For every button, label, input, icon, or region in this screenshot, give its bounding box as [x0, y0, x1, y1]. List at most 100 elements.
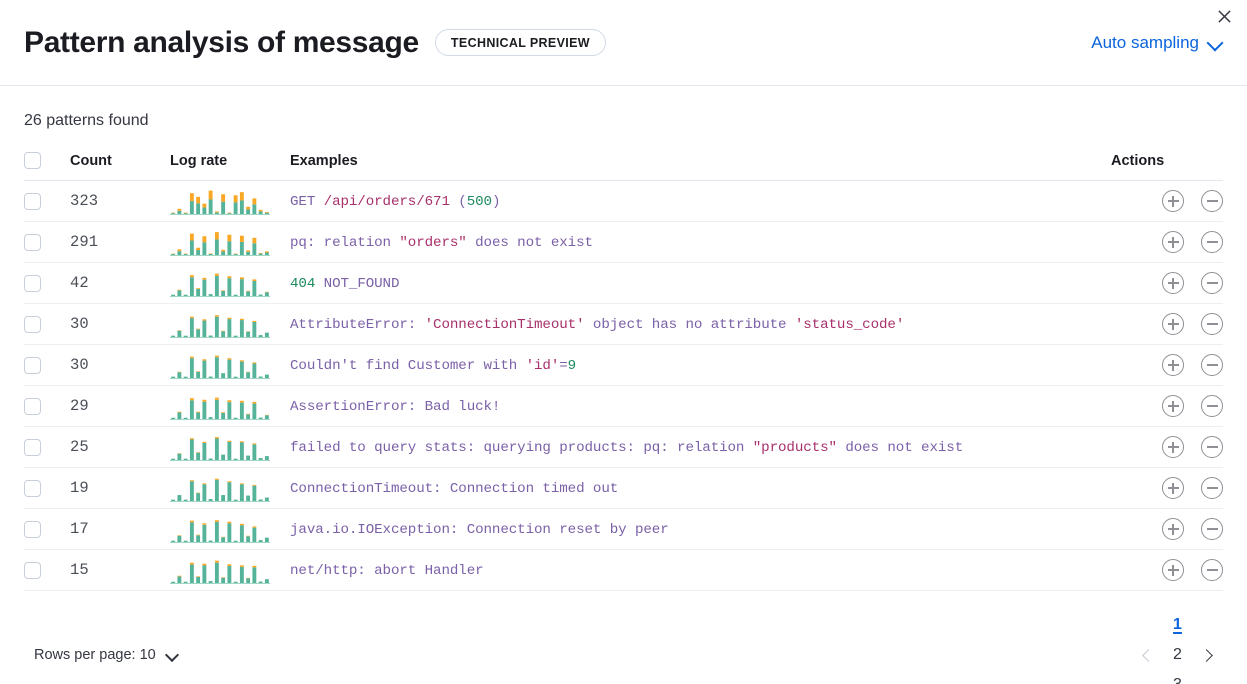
example-token: "products" — [752, 440, 837, 456]
circle-plus-icon[interactable] — [1162, 272, 1184, 294]
circle-minus-icon[interactable] — [1201, 313, 1223, 335]
circle-minus-icon[interactable] — [1201, 190, 1223, 212]
row-select-cell — [24, 426, 70, 468]
circle-minus-icon[interactable] — [1201, 354, 1223, 376]
circle-plus-icon[interactable] — [1162, 313, 1184, 335]
row-actions-cell — [1111, 508, 1223, 550]
circle-minus-icon[interactable] — [1201, 477, 1223, 499]
row-select-cell — [24, 549, 70, 591]
circle-plus-icon[interactable] — [1162, 354, 1184, 376]
row-select-cell — [24, 262, 70, 304]
circle-plus-icon[interactable] — [1162, 477, 1184, 499]
chevron-left-icon[interactable] — [1132, 640, 1162, 670]
count-value: 291 — [70, 221, 170, 263]
actions-header: Actions — [1111, 152, 1223, 181]
row-actions-cell — [1111, 262, 1223, 304]
row-checkbox[interactable] — [24, 192, 41, 210]
page-3-button[interactable]: 3 — [1162, 670, 1193, 684]
example-cell: 404 NOT_FOUND — [290, 262, 1111, 304]
table-row[interactable]: 42 404 NOT_FOUND — [24, 262, 1223, 304]
example-token: does not exist — [836, 440, 964, 456]
count-value: 30 — [70, 303, 170, 345]
rows-per-page-selector[interactable]: Rows per page: 10 — [10, 647, 179, 663]
example-cell: pq: relation "orders" does not exist — [290, 221, 1111, 263]
count-header[interactable]: Count — [70, 152, 170, 181]
circle-minus-icon[interactable] — [1201, 436, 1223, 458]
row-select-cell — [24, 303, 70, 345]
page-title: Pattern analysis of message — [24, 26, 419, 59]
count-value: 29 — [70, 385, 170, 427]
circle-minus-icon[interactable] — [1201, 518, 1223, 540]
close-icon[interactable] — [1211, 3, 1237, 29]
circle-minus-icon[interactable] — [1201, 395, 1223, 417]
table-footer: Rows per page: 10 123 — [0, 591, 1247, 684]
example-message: pq: relation "orders" does not exist — [290, 235, 593, 251]
row-checkbox[interactable] — [24, 479, 41, 497]
select-all-checkbox[interactable] — [24, 152, 41, 169]
circle-plus-icon[interactable] — [1162, 231, 1184, 253]
row-checkbox[interactable] — [24, 315, 41, 333]
page-1-button[interactable]: 1 — [1162, 610, 1193, 640]
example-message: AttributeError: 'ConnectionTimeout' obje… — [290, 317, 904, 333]
log-rate-header[interactable]: Log rate — [170, 152, 290, 181]
example-message: java.io.IOException: Connection reset by… — [290, 522, 669, 538]
example-cell: java.io.IOException: Connection reset by… — [290, 508, 1111, 550]
log-rate-sparkline — [170, 560, 270, 584]
example-message: AssertionError: Bad luck! — [290, 399, 500, 415]
circle-minus-icon[interactable] — [1201, 231, 1223, 253]
circle-plus-icon[interactable] — [1162, 518, 1184, 540]
row-checkbox[interactable] — [24, 233, 41, 251]
log-rate-sparkline — [170, 273, 270, 297]
log-rate-cell — [170, 426, 290, 468]
log-rate-sparkline — [170, 520, 270, 543]
row-actions-cell — [1111, 385, 1223, 427]
rows-per-page-label: Rows per page: 10 — [34, 647, 156, 663]
log-rate-cell — [170, 180, 290, 222]
circle-minus-icon[interactable] — [1201, 272, 1223, 294]
example-message: 404 NOT_FOUND — [290, 276, 399, 292]
log-rate-cell — [170, 508, 290, 550]
table-row[interactable]: 291 pq: relation "orders" does not exist — [24, 221, 1223, 263]
chevron-right-icon[interactable] — [1193, 640, 1223, 670]
example-message: failed to query stats: querying products… — [290, 440, 963, 456]
circle-plus-icon[interactable] — [1162, 190, 1184, 212]
row-checkbox[interactable] — [24, 274, 41, 292]
circle-plus-icon[interactable] — [1162, 559, 1184, 581]
example-token: object has no attribute — [584, 317, 795, 333]
auto-sampling-label: Auto sampling — [1091, 32, 1199, 52]
log-rate-cell — [170, 344, 290, 386]
table-row[interactable]: 29 AssertionError: Bad luck! — [24, 385, 1223, 427]
log-rate-sparkline — [170, 232, 270, 256]
example-token: ConnectionTimeout: Connection timed out — [290, 481, 619, 497]
row-checkbox[interactable] — [24, 356, 41, 374]
page-2-button[interactable]: 2 — [1162, 640, 1193, 670]
flyout-header: Pattern analysis of message TECHNICAL PR… — [0, 0, 1247, 86]
example-token: ) — [491, 194, 501, 210]
example-token: NOT_FOUND — [315, 276, 400, 292]
log-rate-sparkline — [170, 478, 270, 502]
circle-plus-icon[interactable] — [1162, 436, 1184, 458]
count-value: 42 — [70, 262, 170, 304]
circle-plus-icon[interactable] — [1162, 395, 1184, 417]
page-number-list: 123 — [1162, 610, 1193, 684]
example-token: 'status_code' — [794, 317, 905, 333]
row-actions-cell — [1111, 180, 1223, 222]
auto-sampling-button[interactable]: Auto sampling — [1091, 33, 1223, 53]
examples-header[interactable]: Examples — [290, 152, 1111, 181]
example-token: 'ConnectionTimeout' — [424, 317, 585, 333]
row-actions-cell — [1111, 344, 1223, 386]
row-checkbox[interactable] — [24, 561, 41, 579]
table-row[interactable]: 30 AttributeError: 'ConnectionTimeout' ob… — [24, 303, 1223, 345]
row-checkbox[interactable] — [24, 520, 41, 538]
row-select-cell — [24, 467, 70, 509]
row-checkbox[interactable] — [24, 397, 41, 415]
row-actions-cell — [1111, 221, 1223, 263]
circle-minus-icon[interactable] — [1201, 559, 1223, 581]
row-checkbox[interactable] — [24, 438, 41, 456]
